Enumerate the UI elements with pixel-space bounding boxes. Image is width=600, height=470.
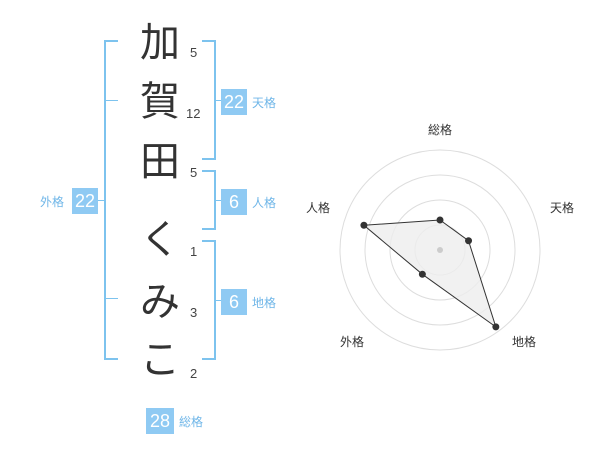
jinkaku-connector bbox=[216, 200, 222, 201]
stroke-count-1: 5 bbox=[190, 45, 198, 60]
radar-ring bbox=[339, 149, 541, 351]
name-char-6: こ bbox=[140, 337, 180, 383]
chikaku-bracket bbox=[202, 240, 216, 360]
soukaku-label: 総格 bbox=[179, 415, 204, 429]
name-char-3: 田 bbox=[140, 139, 180, 185]
radar-axis-label-gaikaku: 外格 bbox=[340, 334, 364, 349]
radar-point bbox=[360, 221, 368, 229]
radar-axis-label-soukaku: 総格 bbox=[428, 122, 452, 137]
radar-center-dot bbox=[437, 247, 443, 253]
gaikaku-connector bbox=[98, 200, 104, 201]
gaikaku-bracket-tick bbox=[104, 298, 118, 299]
tenkaku-value-badge: 22 bbox=[221, 89, 247, 115]
soukaku-value-badge: 28 bbox=[146, 408, 174, 434]
name-char-2: 賀 bbox=[140, 79, 180, 125]
stroke-count-6: 2 bbox=[190, 366, 198, 381]
radar-data-polygon bbox=[362, 219, 497, 329]
radar-ring bbox=[389, 199, 491, 301]
radar-point bbox=[436, 216, 444, 224]
radar-point bbox=[492, 323, 500, 331]
name-char-4: く bbox=[140, 217, 180, 263]
radar-axis-label-tenkaku: 天格 bbox=[550, 200, 574, 215]
stroke-count-4: 1 bbox=[190, 244, 198, 259]
stroke-count-3: 5 bbox=[190, 165, 198, 180]
gaikaku-bracket bbox=[104, 40, 118, 360]
jinkaku-bracket bbox=[202, 170, 216, 230]
radar-point bbox=[418, 270, 426, 278]
stroke-count-5: 3 bbox=[190, 305, 198, 320]
radar-point bbox=[465, 237, 473, 245]
chikaku-connector bbox=[216, 300, 222, 301]
name-char-1: 加 bbox=[140, 20, 180, 66]
tenkaku-connector bbox=[216, 100, 222, 101]
radar-axis-label-chikaku: 地格 bbox=[512, 334, 536, 349]
chikaku-label: 地格 bbox=[252, 296, 277, 310]
jinkaku-value-badge: 6 bbox=[221, 189, 247, 215]
name-char-5: み bbox=[140, 279, 180, 325]
radar-ring bbox=[364, 174, 516, 326]
gaikaku-value-badge: 22 bbox=[72, 188, 98, 214]
tenkaku-label: 天格 bbox=[252, 96, 277, 110]
jinkaku-label: 人格 bbox=[252, 196, 277, 210]
gaikaku-bracket-tick bbox=[104, 100, 118, 101]
chikaku-value-badge: 6 bbox=[221, 289, 247, 315]
gaikaku-label: 外格 bbox=[40, 195, 65, 209]
radar-axis-label-jinkaku: 人格 bbox=[306, 200, 330, 215]
stroke-count-2: 12 bbox=[186, 106, 201, 121]
tenkaku-bracket bbox=[202, 40, 216, 160]
